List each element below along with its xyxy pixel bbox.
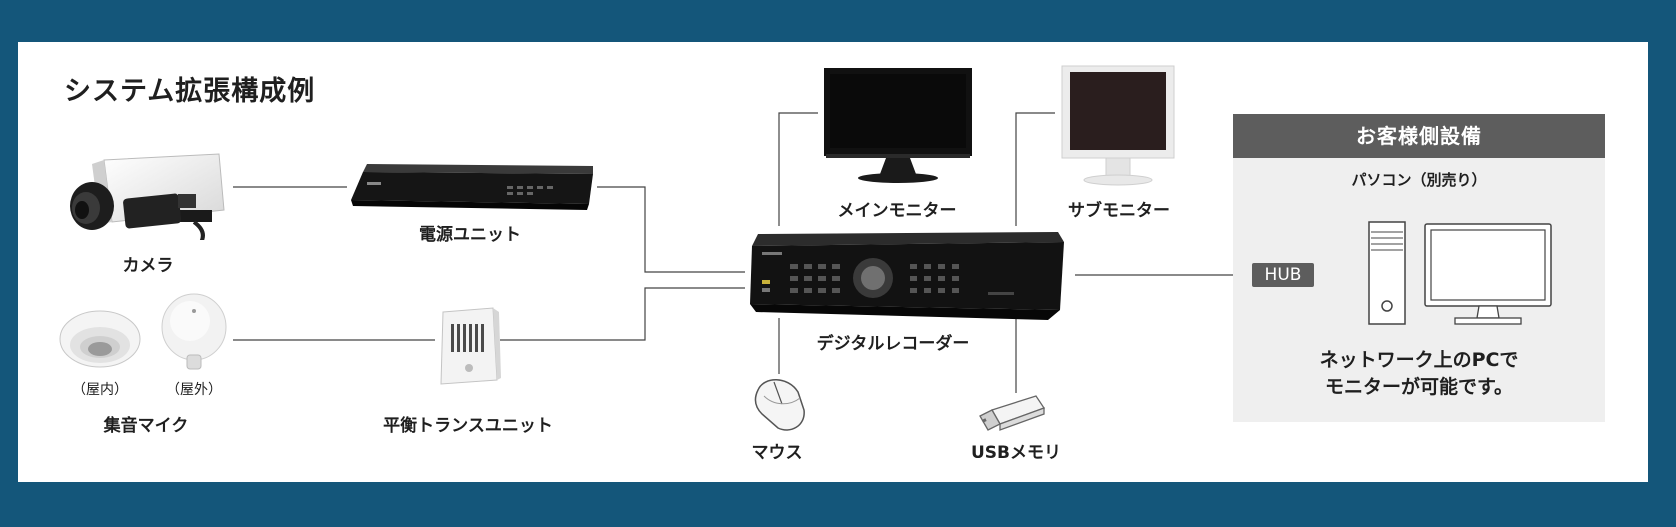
recorder-icon [750,232,1064,320]
note-line-1: ネットワーク上のPCで [1319,349,1519,371]
line-balanced-recorder [500,287,745,341]
page-title: システム拡張構成例 [64,76,316,107]
usb-memory-icon [979,395,1045,431]
pc-tower-icon [1368,221,1406,325]
main-monitor-label: メインモニター [837,201,957,221]
main-monitor-icon [824,68,972,183]
indoor-mic-icon [59,310,141,368]
line-main-monitor [778,112,818,226]
line-power-recorder [597,186,745,273]
mic-outdoor-label: （屋外） [166,382,222,398]
sub-monitor-label: サブモニター [1068,201,1170,221]
sub-monitor-icon [1061,65,1175,186]
mouse-icon [754,379,805,431]
pc-monitor-icon [1424,223,1552,325]
balanced-unit-label: 平衡トランスユニット [383,416,553,436]
outdoor-mic-icon [161,293,227,370]
note-line-2: モニターが可能です。 [1324,376,1514,398]
power-unit-icon [351,164,593,210]
line-sub-monitor [1015,112,1055,226]
camera-icon [70,153,225,240]
usb-memory-label: USBメモリ [970,443,1062,463]
customer-equipment-header: お客様側設備 [1233,114,1605,158]
camera-label: カメラ [122,256,174,276]
hub-badge: HUB [1252,263,1314,287]
power-unit-label: 電源ユニット [419,225,521,245]
mic-group-label: 集音マイク [103,416,189,436]
pc-label: パソコン（別売り） [1351,171,1487,189]
mic-indoor-label: （屋内） [72,382,128,398]
balanced-unit-icon [440,307,501,385]
recorder-label: デジタルレコーダー [816,334,970,354]
network-monitoring-note: ネットワーク上のPCで モニターが可能です。 [1320,347,1519,401]
mouse-label: マウス [751,443,803,463]
